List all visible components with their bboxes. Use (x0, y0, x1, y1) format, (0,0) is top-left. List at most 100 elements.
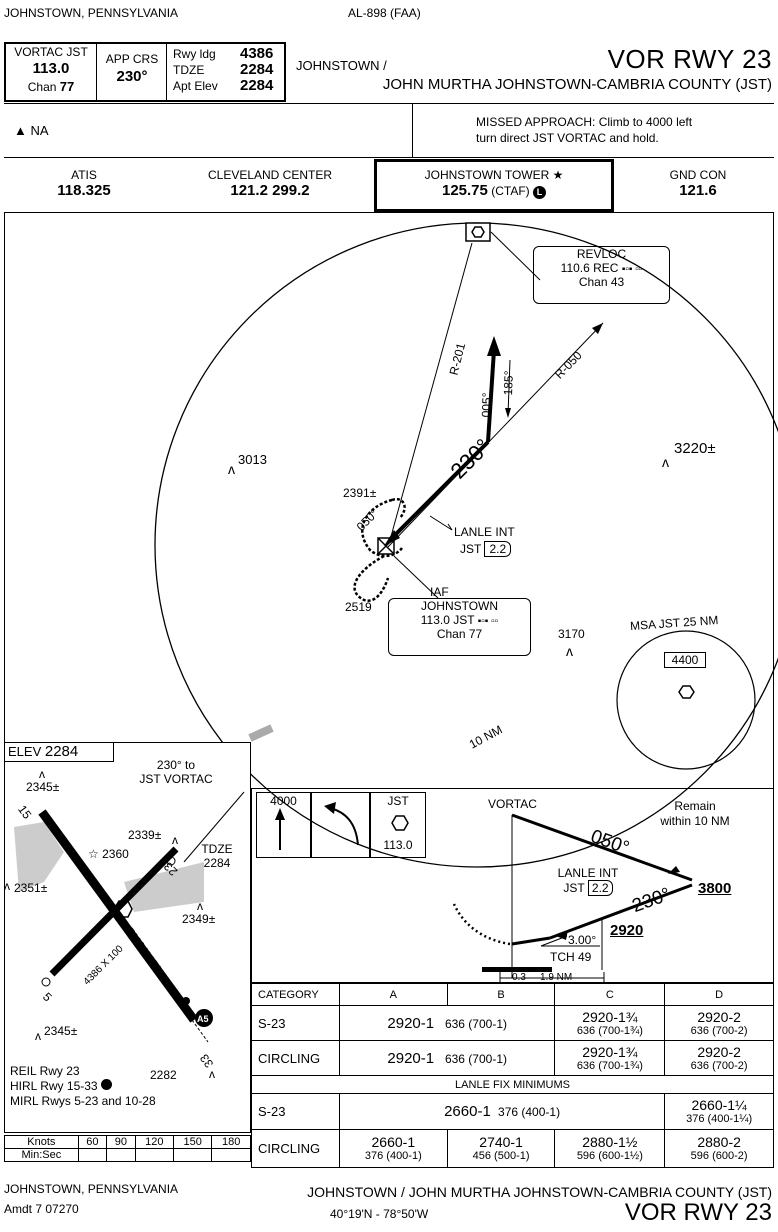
revloc-callout: REVLOC 110.6 REC ▪▫▪ ▫▫ Chan 43 (533, 246, 670, 304)
rwy-ldg: 4386 (240, 45, 274, 62)
ad-elev-2282: 2282 (150, 1068, 177, 1082)
elev-3170: 3170 (558, 627, 585, 641)
svg-text:ʌ: ʌ (566, 643, 573, 659)
nav-data-box (4, 42, 286, 102)
svg-text:ʌ: ʌ (35, 1029, 41, 1043)
beacon-icon: ☆ (88, 847, 99, 861)
nav-box (370, 792, 426, 858)
svg-text:ʌ: ʌ (4, 879, 10, 893)
profile-lanle: LANLE INT JST 2.2 (557, 866, 619, 896)
svg-text:ʌ: ʌ (39, 767, 45, 781)
na-note: ▲ NA (14, 123, 49, 138)
vortac-label: VORTAC JST (14, 45, 88, 59)
procedure-id: AL-898 (FAA) (348, 6, 421, 20)
hdr-cat-a: A (338, 983, 448, 1006)
hdr-cat-d: D (664, 983, 774, 1006)
lanle-s23-abc: 2660-1 376 (400-1) (338, 1093, 666, 1130)
glideslope-angle: 3.00° (568, 933, 597, 947)
profile-outbound-leg (511, 813, 693, 882)
elev-2519: 2519 (345, 600, 372, 614)
s23-ab: 2920-1 636 (700-1) (338, 1005, 556, 1041)
airport-diagram-graphics: A5 ʌ ʌ ʌ ʌ ʌ ʌ (4, 767, 245, 1081)
comm-tower: JOHNSTOWN TOWER ★ 125.75 (CTAF) L (424, 168, 564, 199)
city: JOHNSTOWN / (296, 58, 387, 73)
turn-box (311, 792, 370, 858)
lanle-dme: JST 2.2 (460, 541, 512, 557)
svg-text:ʌ: ʌ (209, 1067, 215, 1081)
climb-box (256, 792, 311, 858)
minimums-table: CATEGORY A B C D S-23 2920-1 636 (700-1)… (251, 983, 774, 1168)
footer-airport: JOHNSTOWN / JOHN MURTHA JOHNSTOWN-CAMBRI… (307, 1184, 772, 1200)
missed-approach: MISSED APPROACH: Climb to 4000 left turn… (476, 115, 693, 145)
pcl-note-icon (100, 1079, 112, 1090)
elev-3220: 3220± (674, 440, 716, 457)
knots-table: Knots 60 90 120 150 180 Min:Sec (4, 1135, 251, 1162)
ad-elev-2351: 2351± (14, 881, 48, 895)
lanle-s23-label: S-23 (251, 1093, 340, 1130)
profile-alt-2920: 2920 (610, 922, 644, 939)
final-course-line (388, 440, 490, 542)
profile-view (251, 788, 774, 983)
approach-leg (486, 349, 496, 443)
ad-elev-2345b: 2345± (44, 1024, 78, 1038)
speed-180: 180 (211, 1135, 251, 1149)
dist-0-3: 0.3 (512, 972, 526, 983)
footer-title: VOR RWY 23 (624, 1199, 772, 1226)
speed-120: 120 (134, 1135, 175, 1149)
tower-box (374, 159, 614, 212)
profile-alt-3800: 3800 (698, 880, 732, 897)
revloc-symbol (465, 222, 491, 242)
profile-vortac: VORTAC (488, 797, 537, 811)
title: VOR RWY 23 (607, 44, 772, 74)
lanle-label: LANLE INT (454, 525, 515, 539)
minsec-label: Min:Sec (4, 1148, 79, 1162)
svg-text:ʌ: ʌ (228, 461, 235, 477)
app-crs-label: APP CRS (105, 52, 159, 66)
svg-text:ʌ: ʌ (197, 899, 203, 913)
s23-label: S-23 (251, 1005, 340, 1041)
apt-elev: 2284 (240, 77, 274, 94)
jst-vortac-symbol (377, 537, 395, 555)
lanle-fix-minimums-header: LANLE FIX MINIMUMS (251, 1075, 774, 1094)
header-location: JOHNSTOWN, PENNSYLVANIA (4, 6, 179, 20)
ad-elev-2345a: 2345± (26, 780, 60, 794)
airport-elev: ELEV 2284 (4, 742, 114, 762)
elev-3013: 3013 (238, 452, 267, 467)
app-crs: 230° (116, 68, 148, 85)
lanle-circ-label: CIRCLING (251, 1129, 340, 1168)
ad-elev-2339: 2339± (128, 828, 162, 842)
vortac-freq: 113.0 (32, 60, 70, 77)
circ-label: CIRCLING (251, 1040, 340, 1076)
rwy-ldg-label: Rwy ldg (173, 47, 216, 61)
circ-ab: 2920-1 636 (700-1) (338, 1040, 556, 1076)
tch: TCH 49 (550, 950, 592, 964)
runway-bar (482, 967, 552, 972)
msa-alt: 4400 (664, 652, 706, 668)
ad-elev-2360: ☆ 2360 (88, 847, 129, 861)
tdze: 2284 (240, 61, 274, 78)
footer-location: JOHNSTOWN, PENNSYLVANIA (4, 1182, 179, 1196)
plan-view (4, 212, 774, 788)
nav-id: JST (387, 794, 409, 808)
airport-diagram (4, 742, 251, 1133)
elev-2391: 2391± (343, 486, 377, 500)
iaf-label: IAF (430, 585, 449, 599)
svg-text:A5: A5 (197, 1014, 209, 1024)
airport-name: JOHN MURTHA JOHNSTOWN-CAMBRIA COUNTY (JS… (382, 76, 772, 93)
climb-alt: 4000 (270, 794, 297, 808)
